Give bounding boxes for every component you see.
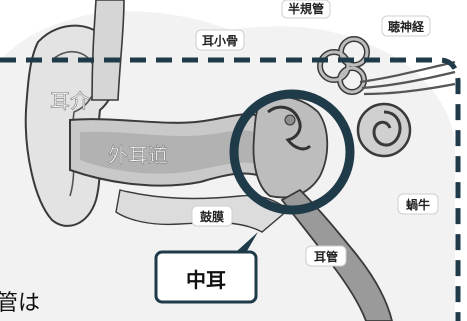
cochlea-label: 蝸牛 [406,197,430,212]
ear-canal-label: 外耳道 [108,143,168,167]
ossicle-bone [284,114,296,126]
dashed-frame [0,57,461,321]
auditory-nerve-label: 聴神経 [388,19,425,34]
cochlea-shape [356,102,412,158]
auditory-nerve-shape [359,60,456,96]
semicircular-canals-label: 半規管 [288,1,324,16]
middle-ear-callout-label: 中耳 [186,268,226,292]
cut-off-text: 管は [0,291,40,316]
ossicles-label-group: 耳小骨 [195,29,245,51]
ossicles-label: 耳小骨 [202,33,238,48]
middle-ear-cavity [252,95,329,199]
semicircular-canals-label-group: 半規管 [281,0,331,19]
upper-bone-tube [91,0,125,101]
eardrum-label-group: 鼓膜 [191,205,233,227]
middle-ear-callout-box [154,250,258,304]
cochlea-label-group: 蝸牛 [397,193,439,215]
eustachian-tube-label-group: 耳管 [305,245,347,267]
eustachian-tube-label: 耳管 [314,249,338,264]
ossicles-shape [267,105,312,151]
ear-canal-inner [80,130,258,174]
auricle-label: 耳介 [50,89,90,113]
auditory-nerve-label-group: 聴神経 [381,15,431,37]
middle-ear-highlight-ring [229,89,355,215]
eardrum-label: 鼓膜 [200,209,224,224]
